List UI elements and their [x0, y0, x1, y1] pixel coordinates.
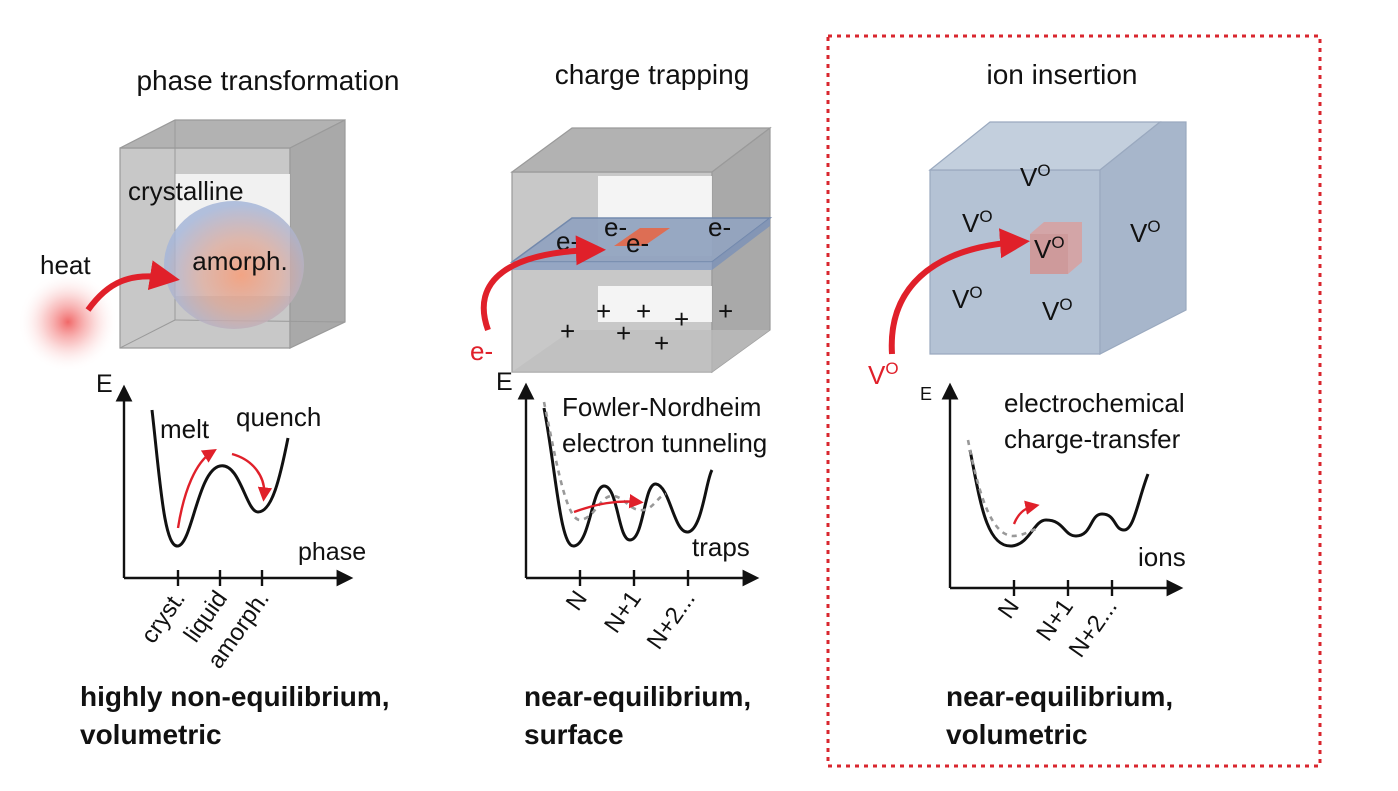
injected-electron-label: e- — [470, 336, 493, 366]
vacancy-3-sup: O — [1051, 233, 1064, 252]
energy-curve-phase — [150, 409, 290, 548]
incoming-vacancy-sup: O — [885, 359, 898, 378]
charge-transfer-arrow — [1012, 500, 1040, 525]
panel-phase-transformation: phase transformation crystalline amorph.… — [18, 65, 400, 750]
vacancy-labels: VO VO VO VO VO VO VO — [868, 161, 1161, 390]
summary-charge-line2: surface — [524, 719, 624, 750]
electron-4: e- — [708, 212, 731, 242]
tick-n2: N+2... — [642, 586, 701, 654]
energy-plot-phase: E phase melt quench cryst. liquid amorph… — [96, 370, 366, 674]
vacancy-1-sup: O — [1037, 161, 1050, 180]
tick-n1: N+1 — [599, 586, 647, 638]
axis-e-label-charge: E — [496, 368, 513, 396]
vacancy-6-base: V — [1042, 296, 1060, 326]
energy-plot-charge: E Fowler-Nordheim electron tunneling tra… — [496, 368, 767, 654]
hole-3: + — [674, 304, 689, 334]
svg-text:VO: VO — [868, 359, 899, 390]
electron-3: e- — [626, 228, 649, 258]
hole-5: + — [560, 316, 575, 346]
heat-glow — [18, 272, 118, 372]
tick-n-ion: N — [993, 594, 1025, 624]
panel-title-ion: ion insertion — [987, 59, 1138, 90]
panel-title-charge: charge trapping — [555, 59, 750, 90]
summary-charge-line1: near-equilibrium, — [524, 681, 751, 712]
quench-label: quench — [236, 402, 321, 432]
hole-2: + — [636, 296, 651, 326]
tunneling-dashed-curve — [542, 401, 667, 522]
amorph-label: amorph. — [192, 246, 287, 276]
vacancy-4-base: V — [1130, 218, 1148, 248]
svg-text:VO: VO — [1034, 233, 1065, 264]
axis-e-label-ion: E — [920, 384, 932, 404]
axis-phase-label: phase — [298, 538, 366, 566]
heat-arrow — [85, 260, 180, 312]
crystalline-label: crystalline — [128, 176, 244, 206]
vacancy-2-sup: O — [979, 207, 992, 226]
heat-label: heat — [40, 250, 91, 280]
melt-arrow — [176, 448, 217, 529]
svg-text:VO: VO — [1042, 295, 1073, 326]
vacancy-1-base: V — [1020, 162, 1038, 192]
tick-n: N — [561, 586, 593, 616]
traps-label: traps — [692, 532, 750, 562]
vacancy-5-base: V — [952, 284, 970, 314]
quench-arrow — [231, 452, 273, 502]
energy-curve-ion — [968, 449, 1150, 548]
trap-cube — [509, 126, 773, 374]
energy-curve-charge — [542, 407, 714, 548]
axis-e-label: E — [96, 370, 113, 398]
hole-4: + — [718, 296, 733, 326]
vacancy-4-sup: O — [1147, 217, 1160, 236]
summary-phase-line1: highly non-equilibrium, — [80, 681, 390, 712]
electron-2: e- — [604, 212, 627, 242]
vacancy-3-base: V — [1034, 234, 1052, 264]
panel-ion-insertion: ion insertion VO VO VO VO VO VO VO E ele… — [826, 34, 1322, 768]
incoming-vacancy-base: V — [868, 360, 886, 390]
tick-n2-ion: N+2... — [1064, 594, 1123, 662]
tunnel-label-line2: electron tunneling — [562, 428, 767, 458]
hole-6: + — [616, 318, 631, 348]
vacancy-2-base: V — [962, 208, 980, 238]
summary-phase-line2: volumetric — [80, 719, 222, 750]
crystal-cube — [119, 119, 346, 349]
vacancy-5-sup: O — [969, 283, 982, 302]
panel-charge-trapping: charge trapping e- e- e- e- + + + + + + … — [470, 59, 773, 750]
ion-cube — [928, 121, 1187, 355]
tick-cryst: cryst. — [136, 586, 191, 648]
svg-text:VO: VO — [952, 283, 983, 314]
insertion-arrow — [888, 228, 1030, 355]
svg-text:VO: VO — [962, 207, 993, 238]
amorphous-region — [164, 201, 304, 329]
hole-1: + — [596, 296, 611, 326]
svg-text:VO: VO — [1130, 217, 1161, 248]
summary-ion-line2: volumetric — [946, 719, 1088, 750]
panel-title-phase: phase transformation — [136, 65, 399, 96]
tunnel-label-line1: Fowler-Nordheim — [562, 392, 761, 422]
summary-ion-line1: near-equilibrium, — [946, 681, 1173, 712]
highlight-frame — [826, 34, 1322, 768]
hole-7: + — [654, 328, 669, 358]
transfer-label-line2: charge-transfer — [1004, 424, 1181, 454]
transfer-label-line1: electrochemical — [1004, 388, 1185, 418]
tunneling-arrow — [573, 494, 644, 514]
injection-arrow — [480, 235, 606, 332]
vacancy-6-sup: O — [1059, 295, 1072, 314]
melt-label: melt — [160, 414, 210, 444]
ions-label: ions — [1138, 542, 1186, 572]
svg-text:VO: VO — [1020, 161, 1051, 192]
energy-plot-ion: E electrochemical charge-transfer ions N… — [920, 382, 1186, 662]
trapped-charge-patch — [614, 228, 670, 246]
